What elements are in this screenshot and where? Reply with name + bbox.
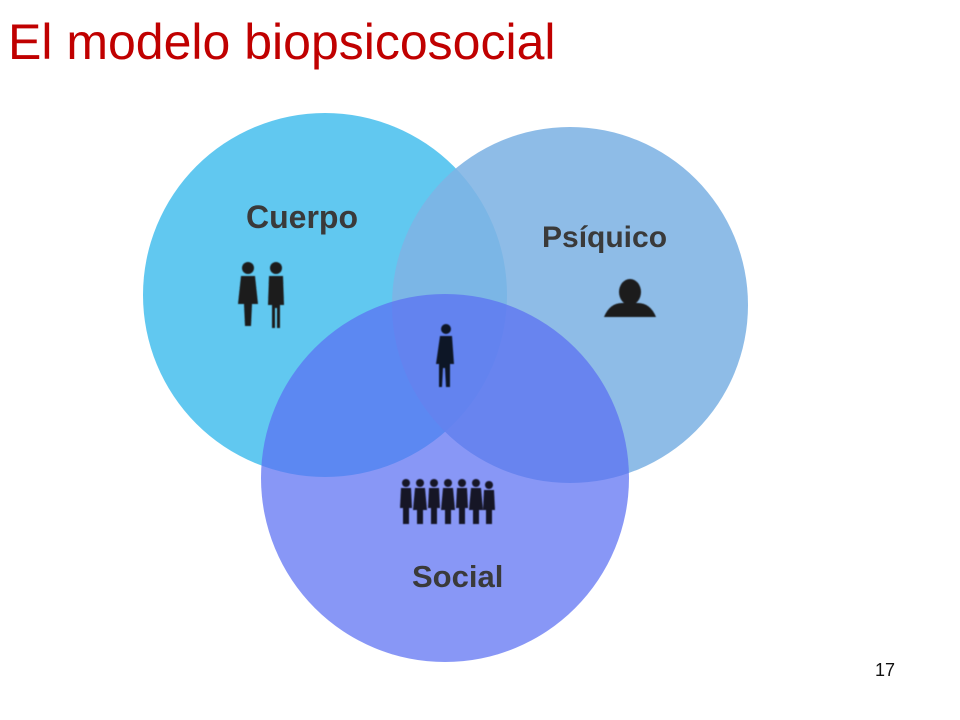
person-bust-icon [604, 279, 656, 317]
label-psiquico: Psíquico [542, 221, 667, 254]
two-people-standing-icon [238, 262, 284, 328]
label-cuerpo: Cuerpo [246, 199, 358, 235]
single-person-icon [436, 324, 454, 387]
slide-title: El modelo biopsicosocial [8, 14, 556, 70]
circle-social [261, 294, 629, 662]
venn-circles [143, 113, 748, 662]
page-number: 17 [874, 660, 896, 680]
venn-diagram: Cuerpo Psíquico Social [143, 113, 748, 662]
group-of-people-icon [400, 479, 495, 524]
label-social: Social [412, 559, 503, 594]
